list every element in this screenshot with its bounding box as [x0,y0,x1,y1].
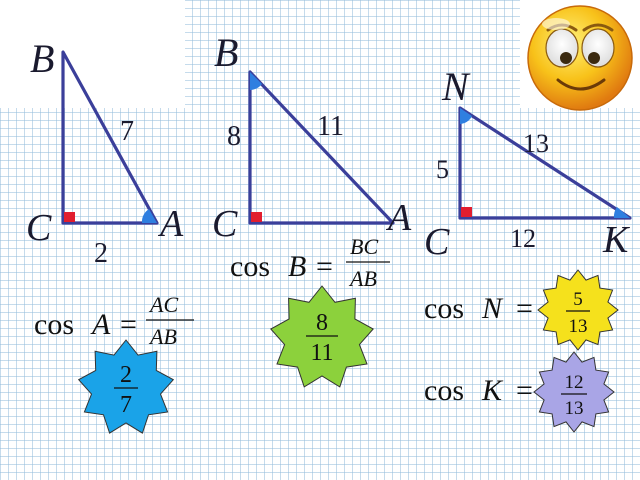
triangle-1-outline [61,50,159,225]
vertex-label-n: N [441,64,471,109]
answer-denominator: 13 [565,398,584,419]
formula-cos-b: cos B = BC AB [230,234,390,291]
vertex-label-c: C [424,221,450,263]
side-label-hypotenuse: 11 [317,111,344,142]
star-badge-shape [533,351,615,433]
right-angle-marker [251,212,262,222]
answer-numerator: 2 [120,362,132,388]
formula-function: cos [424,292,464,325]
vertex-label-b: B [214,30,238,75]
formula-equals: = [516,374,533,407]
vertex-label-c: C [212,203,238,245]
star-badge-shape [537,269,619,351]
white-patch-top-left [0,0,185,108]
formula-argument: K [481,374,504,407]
vertex-label-a: A [385,197,412,239]
formula-numerator: AC [148,292,178,317]
angle-arc-k [613,207,630,218]
triangle-2: B C A 8 11 [212,30,412,245]
formula-denominator: AB [148,324,177,349]
formula-argument: A [90,308,111,341]
angle-arc-n [460,108,472,124]
vertex-label-k: K [602,219,630,261]
formula-equals: = [120,308,137,341]
answer-denominator: 13 [569,316,588,337]
formula-argument: N [481,292,504,325]
answer-numerator: 5 [573,289,583,310]
formula-equals: = [516,292,533,325]
vertex-label-b: B [30,36,54,81]
answer-star-cos-k[interactable]: 12 13 [533,351,615,433]
star-badge-shape [77,339,175,434]
formula-function: cos [230,250,270,283]
formula-cos-n: cos N = [424,292,533,325]
right-angle-marker [461,207,472,217]
triangle-3: N C K 5 13 12 [424,64,632,263]
side-label-leg-vertical: 5 [436,155,449,184]
angle-arc-a [141,209,157,223]
side-label-leg-horizontal: 12 [510,224,536,253]
answer-star-cos-a[interactable]: 2 7 [77,339,175,434]
smiley-face-icon [527,5,633,111]
triangle-2-outline [248,70,395,225]
answer-numerator: 8 [316,310,328,336]
answer-numerator: 12 [565,372,584,393]
side-label-hypotenuse: 7 [120,116,134,147]
answer-star-cos-b[interactable]: 8 11 [270,285,374,388]
side-label-hypotenuse: 13 [523,129,549,158]
triangle-3-outline [458,106,632,220]
formula-equals: = [316,250,333,283]
triangle-1: B C A 7 2 [26,36,184,269]
formula-function: cos [34,308,74,341]
formula-denominator: AB [348,266,377,291]
formula-cos-k: cos K = [424,374,533,407]
right-angle-marker [64,212,75,222]
formula-argument: B [288,250,306,283]
answer-denominator: 7 [120,392,132,418]
side-label-leg: 2 [94,238,108,269]
answer-star-cos-n[interactable]: 5 13 [537,269,619,351]
formula-numerator: BC [350,234,378,259]
answer-denominator: 11 [310,340,333,366]
formula-function: cos [424,374,464,407]
vertex-label-c: C [26,207,52,249]
formula-cos-a: cos A = AC AB [34,292,194,349]
side-label-leg: 8 [227,121,241,152]
vertex-label-a: A [157,203,184,245]
angle-arc-b [250,72,262,90]
